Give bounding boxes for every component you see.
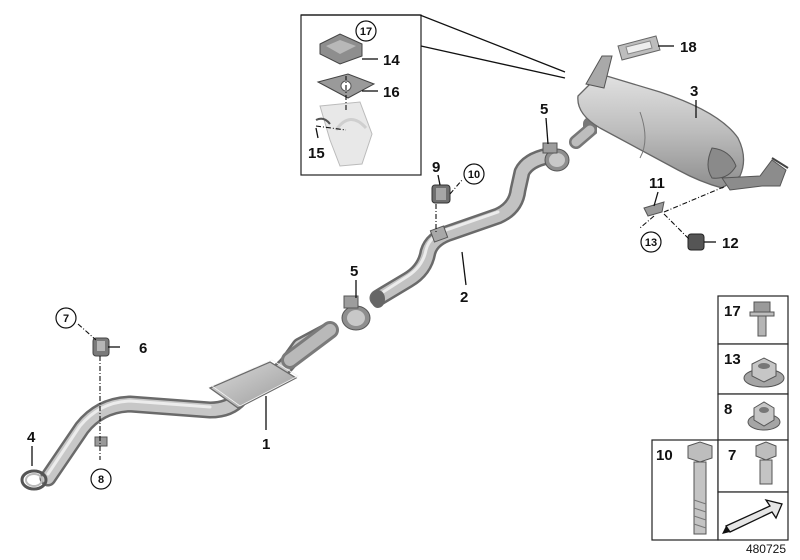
svg-text:8: 8 (724, 401, 732, 418)
label-part-15: 15 (308, 145, 325, 162)
circled-label-7: 7 (55, 307, 77, 329)
label-part-2: 2 (460, 289, 468, 306)
label-part-11: 11 (649, 175, 665, 192)
inset-clip (315, 117, 331, 125)
inset-connector-top (301, 14, 566, 73)
rear-silencer (569, 55, 789, 191)
svg-text:17: 17 (724, 303, 741, 320)
label-part-16: 16 (383, 84, 400, 101)
rubber-mount-rear (687, 233, 705, 251)
circled-label-10: 10 (463, 163, 485, 185)
dashed-lines (77, 76, 727, 460)
label-part-1: 1 (262, 436, 270, 453)
leader-lines (31, 35, 716, 466)
rear-hanger (643, 201, 665, 217)
image-number: 480725 (745, 542, 786, 556)
hanger-bracket (94, 436, 108, 447)
rubber-block (431, 184, 451, 204)
tailpipe-trim (617, 35, 661, 61)
center-pipe (369, 147, 557, 308)
nut-flange-icon (743, 357, 785, 388)
bolt-flange-icon (749, 301, 775, 337)
circled-label-17: 17 (355, 20, 377, 42)
circled-label-8: 8 (90, 468, 112, 490)
circled-label-13: 13 (640, 231, 662, 253)
svg-text:7: 7 (728, 447, 736, 464)
pipe-clamp-upper (542, 142, 570, 172)
inset-sensor (319, 33, 363, 65)
svg-text:17: 17 (360, 26, 372, 38)
label-part-5-lower: 5 (350, 263, 358, 280)
svg-text:13: 13 (724, 351, 741, 368)
label-part-4: 4 (27, 429, 36, 446)
rubber-mount (92, 337, 110, 357)
svg-text:10: 10 (468, 169, 480, 181)
label-part-12: 12 (722, 235, 739, 252)
label-part-6: 6 (139, 340, 147, 357)
short-bolt-icon (755, 441, 777, 485)
svg-text:8: 8 (98, 474, 104, 486)
fastener-legend: 17 13 8 10 7 (651, 295, 789, 541)
legend-cell-17 (717, 295, 789, 345)
long-bolt-icon (687, 441, 713, 535)
label-part-18: 18 (680, 39, 697, 56)
nut-icon (747, 401, 781, 431)
label-part-3: 3 (690, 83, 698, 100)
front-pipe-with-catalyst (39, 321, 339, 487)
inset-flap-body (319, 101, 373, 167)
svg-text:13: 13 (645, 237, 657, 249)
label-part-14: 14 (383, 52, 400, 69)
label-part-9: 9 (432, 159, 440, 176)
direction-arrow-icon (722, 498, 783, 534)
inset-connector-bottom (420, 45, 566, 79)
clamp-ring (20, 469, 48, 491)
pipe-clamp-lower (341, 295, 371, 331)
label-part-5-upper: 5 (540, 101, 548, 118)
svg-text:10: 10 (656, 447, 673, 464)
svg-text:7: 7 (63, 313, 69, 325)
